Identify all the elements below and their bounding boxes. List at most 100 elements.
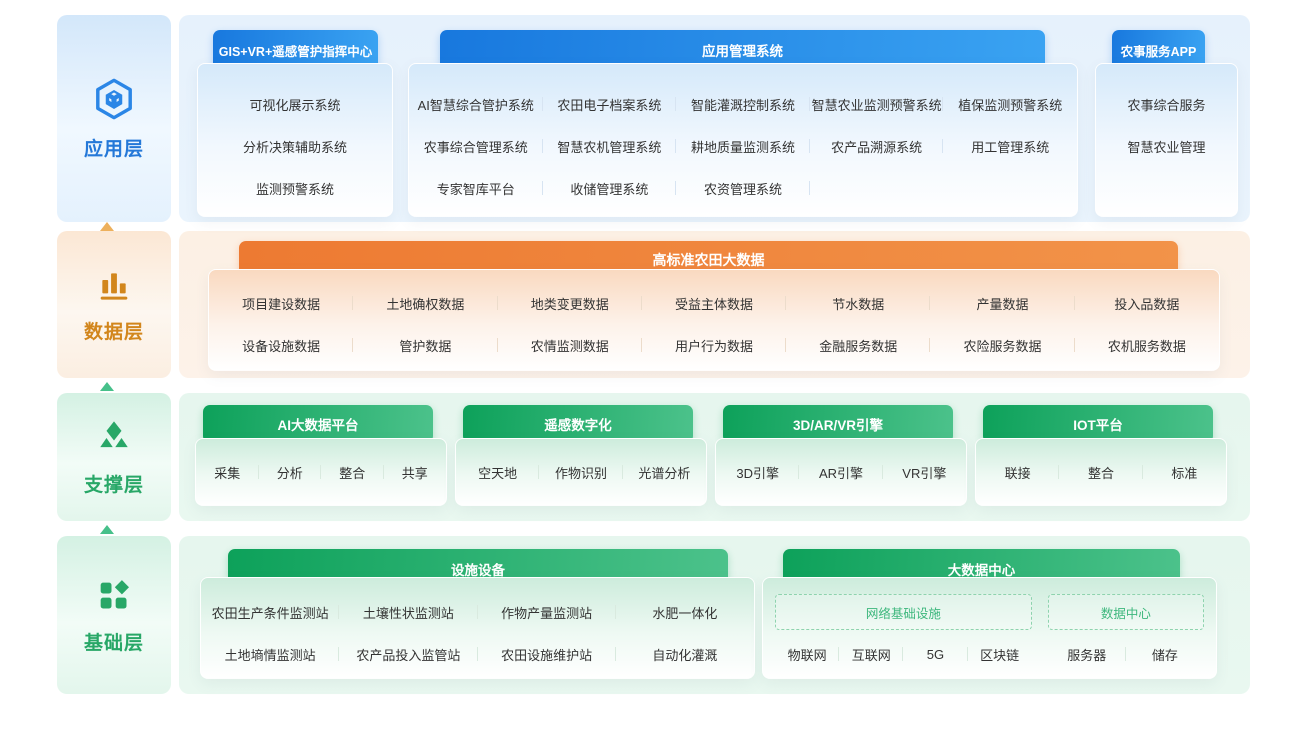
sidebar-data-layer: 数据层 [57,231,171,378]
support-layer-label: 支撑层 [83,474,144,496]
infra-item: 储存 [1151,647,1178,663]
sidebar-foundation-layer: 基础层 [57,536,171,694]
data-item: 产量数据 [930,282,1074,324]
data-layer-panel: 高标准农田大数据 项目建设数据 土地确权数据 地类变更数据 受益主体数据 节水数… [179,231,1250,378]
sidebar-application-layer: 应用层 [57,15,171,222]
3d-ar-vr-engine-tab: 3D/AR/VR引擎 [723,405,953,443]
support-item: 空天地 [456,439,539,505]
ai-bigdata-platform-card: 采集 分析 整合 共享 [195,438,447,506]
app-item: 农事综合服务 [1127,97,1206,113]
up-arrow-icon [100,222,114,231]
farming-app-card: 农事综合服务 智慧农业管理 [1095,63,1238,217]
data-item: 农险服务数据 [930,324,1074,366]
app-item: 耕地质量监测系统 [676,125,810,167]
foundation-layer-label: 基础层 [83,632,144,654]
data-bars-icon [100,273,128,300]
facility-item: 农产品投入监管站 [339,633,477,675]
network-infrastructure-box: 网络基础设施 [775,594,1032,630]
support-item: 分析 [259,439,322,505]
remote-sensing-card: 空天地 作物识别 光谱分析 [455,438,707,506]
ai-bigdata-platform-tab: AI大数据平台 [203,405,433,443]
remote-sensing-tab: 遥感数字化 [463,405,693,443]
data-item: 地类变更数据 [498,282,642,324]
3d-ar-vr-engine-card: 3D引擎 AR引擎 VR引擎 [715,438,967,506]
foundation-blocks-icon [100,579,129,608]
iot-platform-card: 联接 整合 标准 [975,438,1227,506]
facility-item: 土地墒情监测站 [201,633,339,675]
data-item: 金融服务数据 [786,324,930,366]
app-item: 分析决策辅助系统 [242,139,347,155]
support-item: VR引擎 [902,465,947,481]
data-item: 土地确权数据 [353,282,497,324]
app-item: 农田电子档案系统 [543,83,677,125]
support-item: 联接 [976,439,1059,505]
support-item: 整合 [321,439,384,505]
iot-platform-tab: IOT平台 [983,405,1213,443]
facilities-card: 农田生产条件监测站 土壤性状监测站 作物产量监测站 水肥一体化 土地墒情监测站 … [200,577,755,679]
data-item: 项目建设数据 [209,282,353,324]
app-item: 专家智库平台 [409,167,543,209]
app-item: 智慧农业监测预警系统 [810,83,944,125]
app-cube-icon [96,78,132,120]
support-layer-panel: AI大数据平台 采集 分析 整合 共享 遥感数字化 空天地 作物识别 光谱分析 … [179,393,1250,521]
foundation-layer-panel: 设施设备 农田生产条件监测站 土壤性状监测站 作物产量监测站 水肥一体化 土地墒… [179,536,1250,694]
bigdata-center-groups: 网络基础设施 数据中心 [763,578,1216,630]
app-item: 收储管理系统 [543,167,677,209]
data-item: 农机服务数据 [1107,338,1186,354]
bigdata-center-items: 物联网 互联网 5G 区块链 服务器 储存 [763,632,1216,676]
infra-item: 物联网 [775,632,839,676]
app-management-card: AI智慧综合管护系统 农田电子档案系统 智能灌溉控制系统 智慧农业监测预警系统 … [408,63,1078,217]
data-item: 节水数据 [786,282,930,324]
app-item: 植保监测预警系统 [958,97,1063,113]
sidebar-support-layer: 支撑层 [57,393,171,521]
support-item: 作物识别 [539,439,622,505]
support-item: 采集 [196,439,259,505]
app-item: 监测预警系统 [255,181,334,197]
data-item: 设备设施数据 [209,324,353,366]
infra-item: 5G [903,632,967,676]
datacenter-items-group: 服务器 储存 [1048,632,1204,676]
application-layer-label: 应用层 [83,139,144,160]
support-item: 整合 [1059,439,1142,505]
app-item-empty [810,167,944,209]
network-items-group: 物联网 互联网 5G 区块链 [775,632,1032,676]
support-item: 标准 [1171,465,1198,481]
app-item: 用工管理系统 [971,139,1050,155]
app-item: AI智慧综合管护系统 [409,83,543,125]
farmland-bigdata-card: 项目建设数据 土地确权数据 地类变更数据 受益主体数据 节水数据 产量数据 投入… [208,269,1220,371]
data-center-box: 数据中心 [1047,594,1204,630]
app-item: 可视化展示系统 [249,97,341,113]
data-item: 管护数据 [353,324,497,366]
data-layer-label: 数据层 [83,322,144,343]
data-item: 农情监测数据 [498,324,642,366]
app-item: 智慧农业管理 [1127,139,1206,155]
app-item: 农事综合管理系统 [409,125,543,167]
up-arrow-icon [100,525,114,534]
app-item: 智慧农机管理系统 [543,125,677,167]
command-center-card: 可视化展示系统 分析决策辅助系统 监测预警系统 [197,63,393,217]
data-item: 用户行为数据 [642,324,786,366]
bigdata-center-card: 网络基础设施 数据中心 物联网 互联网 5G 区块链 服务器 储存 [762,577,1217,679]
data-item: 受益主体数据 [642,282,786,324]
infra-item: 服务器 [1048,632,1126,676]
facility-item: 作物产量监测站 [478,591,616,633]
app-item: 农资管理系统 [676,167,810,209]
facility-item: 自动化灌溉 [652,647,718,663]
infra-item: 互联网 [839,632,903,676]
infra-item: 区块链 [980,647,1020,663]
up-arrow-icon [100,382,114,391]
support-item: 光谱分析 [638,465,691,481]
facility-item: 土壤性状监测站 [339,591,477,633]
support-diamond-icon [100,420,128,447]
support-item: 3D引擎 [716,439,799,505]
app-item: 智能灌溉控制系统 [676,83,810,125]
support-item: 共享 [401,465,428,481]
facility-item: 农田生产条件监测站 [201,591,339,633]
app-item: 农产品溯源系统 [810,125,944,167]
support-item: AR引擎 [799,439,882,505]
application-layer-panel: GIS+VR+遥感管护指挥中心 可视化展示系统 分析决策辅助系统 监测预警系统 … [179,15,1250,222]
facility-item: 水肥一体化 [652,605,718,621]
facility-item: 农田设施维护站 [478,633,616,675]
app-item-empty [943,167,1077,209]
